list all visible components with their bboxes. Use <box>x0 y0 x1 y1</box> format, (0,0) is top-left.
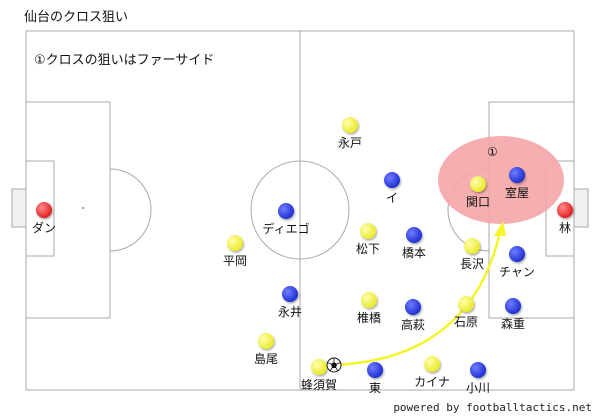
player-blue: チャン <box>499 246 535 279</box>
player-name: 高萩 <box>401 317 425 332</box>
player-blue: ディエゴ <box>262 203 310 236</box>
player-name: 小川 <box>466 381 490 395</box>
player-blue: 室屋 <box>505 167 529 200</box>
player-marker-blue <box>384 172 400 188</box>
player-blue: 永井 <box>278 286 302 319</box>
player-name: 関口 <box>466 195 490 209</box>
player-blue: 東 <box>367 362 383 395</box>
target-zone-highlight <box>438 136 564 224</box>
player-name: ディエゴ <box>262 221 309 236</box>
player-marker-red <box>557 202 573 218</box>
player-name: 永戸 <box>338 136 362 150</box>
player-marker-yellow <box>458 296 474 312</box>
player-marker-yellow <box>464 238 480 254</box>
player-name: 石原 <box>454 315 478 329</box>
player-marker-yellow <box>360 223 376 239</box>
left-penalty-spot <box>82 207 84 209</box>
player-marker-blue <box>509 246 525 262</box>
player-name: 橋本 <box>402 246 426 260</box>
player-red: ダン <box>32 202 56 235</box>
player-marker-blue <box>406 227 422 243</box>
player-marker-blue <box>505 298 521 314</box>
player-marker-red <box>36 202 52 218</box>
player-name: カイナ <box>414 375 450 389</box>
player-name: 林 <box>559 221 571 235</box>
tactic-note: ①クロスの狙いはファーサイド <box>34 53 215 68</box>
left-goal <box>11 188 27 228</box>
player-name: イ <box>386 191 398 205</box>
player-name: 永井 <box>278 305 302 319</box>
player-name: 東 <box>369 381 381 395</box>
player-yellow: 石原 <box>454 296 478 329</box>
player-yellow: 長沢 <box>460 238 484 271</box>
player-blue: イ <box>384 172 400 205</box>
player-name: 椎橋 <box>357 310 381 325</box>
ball-icon <box>326 357 342 373</box>
player-blue: 小川 <box>466 362 490 395</box>
player-marker-blue <box>509 167 525 183</box>
player-yellow: 椎橋 <box>357 292 381 325</box>
player-yellow: カイナ <box>414 356 450 389</box>
player-marker-yellow <box>342 117 358 133</box>
page-title: 仙台のクロス狙い <box>24 10 129 25</box>
right-goal <box>573 188 589 228</box>
player-blue: 森重 <box>501 298 525 331</box>
player-marker-yellow <box>424 356 440 372</box>
player-marker-yellow <box>311 359 327 375</box>
arrowhead-icon <box>494 221 506 236</box>
player-name: 平岡 <box>223 254 247 268</box>
player-yellow: 平岡 <box>223 235 247 268</box>
target-zone-label: ① <box>487 145 498 159</box>
player-marker-yellow <box>470 176 486 192</box>
player-blue: 橋本 <box>402 227 426 260</box>
player-name: 島尾 <box>254 351 278 366</box>
player-marker-yellow <box>361 292 377 308</box>
player-yellow: 蜂須賀 <box>301 359 337 392</box>
player-marker-yellow <box>258 333 274 349</box>
player-yellow: 松下 <box>356 223 380 256</box>
player-name: チャン <box>499 265 535 279</box>
player-marker-blue <box>405 299 421 315</box>
player-yellow: 永戸 <box>338 117 362 150</box>
player-marker-blue <box>282 286 298 302</box>
player-red: 林 <box>557 202 573 235</box>
player-name: 蜂須賀 <box>301 378 337 392</box>
player-marker-yellow <box>227 235 243 251</box>
player-name: 長沢 <box>460 257 484 271</box>
player-blue: 高萩 <box>401 299 425 332</box>
player-marker-blue <box>367 362 383 378</box>
player-name: 室屋 <box>505 185 529 200</box>
player-name: 松下 <box>356 242 380 256</box>
player-yellow: 島尾 <box>254 333 278 366</box>
player-name: 森重 <box>501 316 525 331</box>
left-penalty-arc <box>109 168 152 252</box>
player-name: ダン <box>32 220 56 235</box>
player-marker-blue <box>470 362 486 378</box>
center-circle <box>250 160 350 260</box>
cross-arrow <box>332 221 506 367</box>
player-marker-blue <box>278 203 294 219</box>
credit-text: powered by footballtactics.net <box>393 401 592 414</box>
player-yellow: 関口 <box>466 176 490 209</box>
